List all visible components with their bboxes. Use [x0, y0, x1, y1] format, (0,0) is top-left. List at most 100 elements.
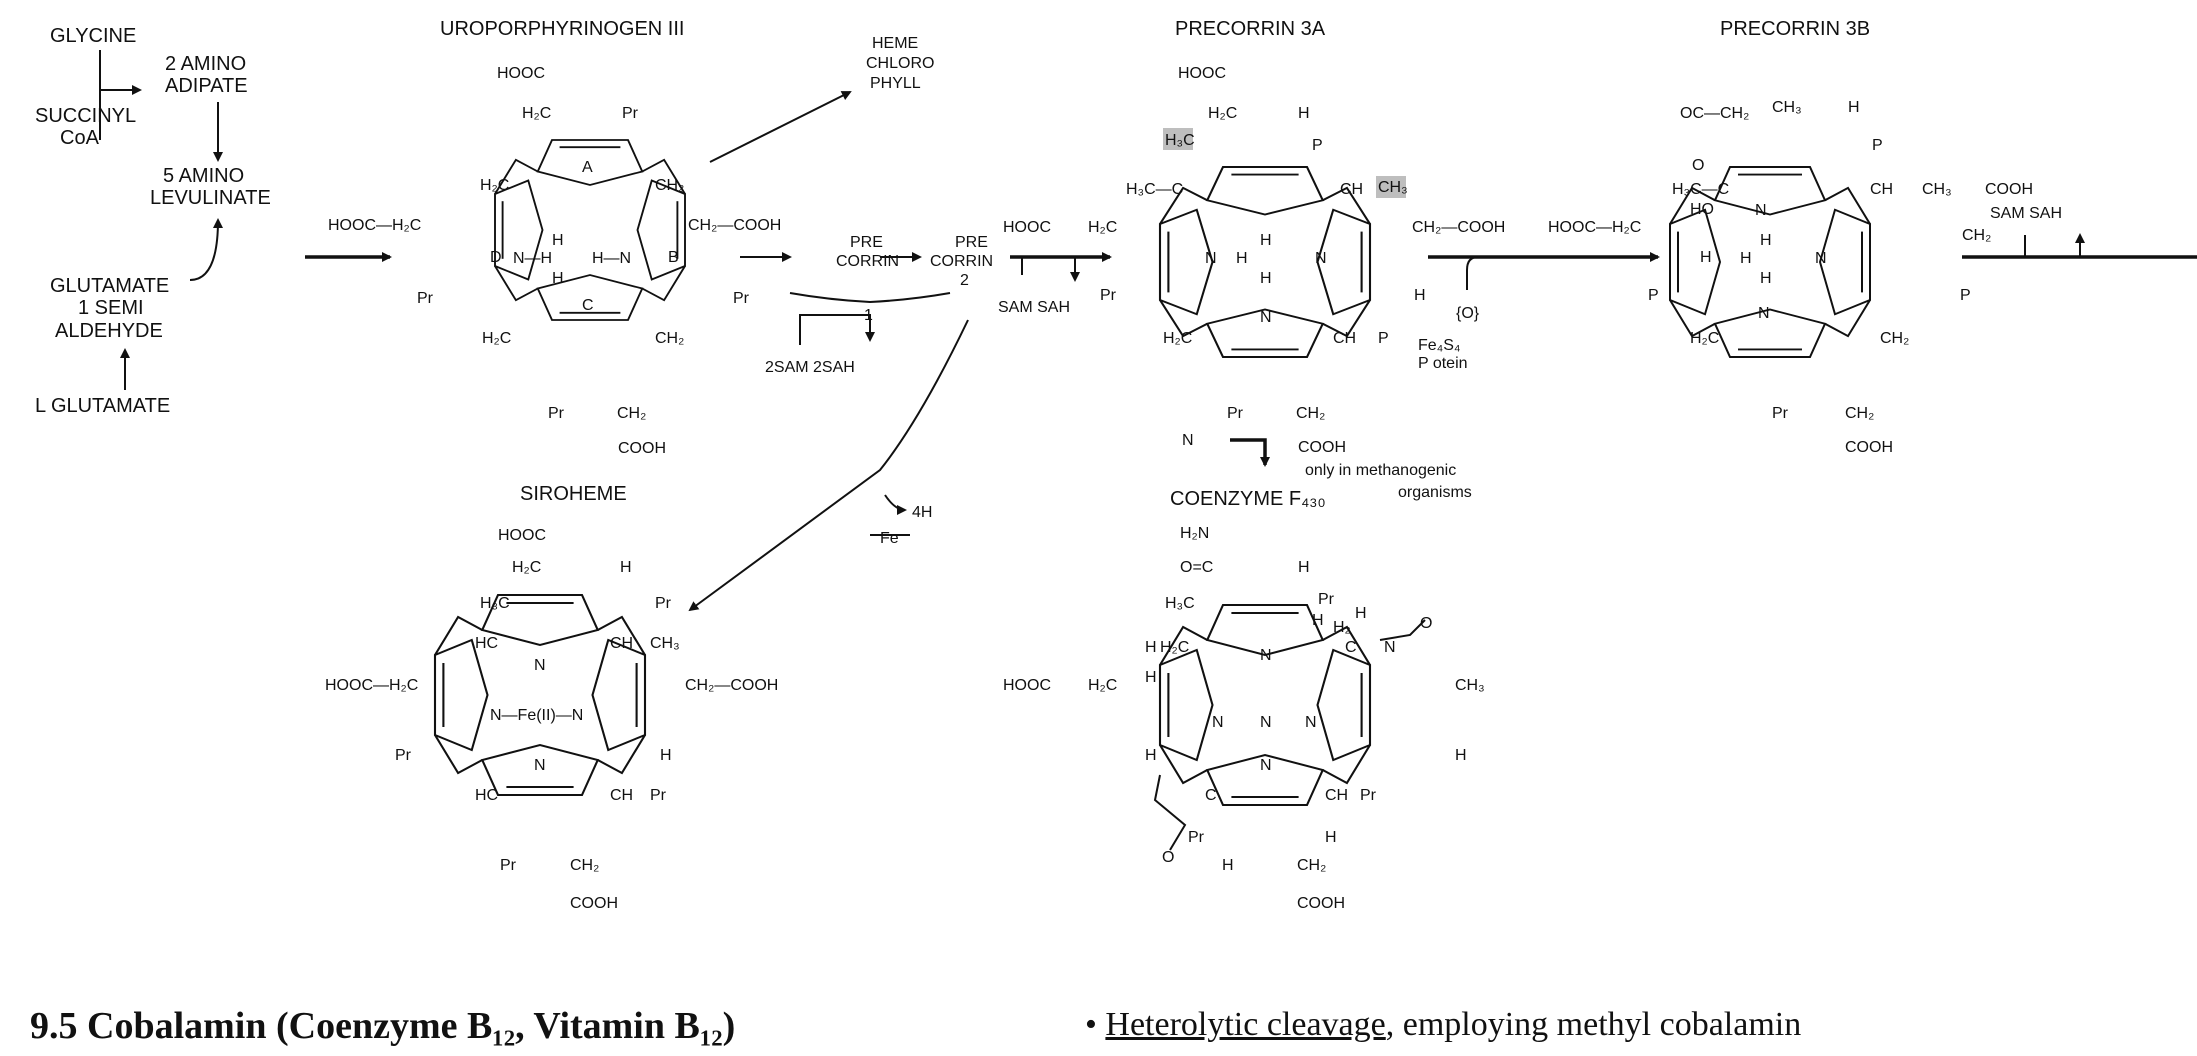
coenzyme-f430-title: COENZYME F₄₃₀: [1170, 488, 1326, 510]
ring-label-c: C: [582, 297, 594, 314]
structure-label: P: [1872, 137, 1883, 154]
structure-label: CH₂: [655, 177, 684, 194]
precorrin-2-label-2: CORRIN: [930, 253, 993, 270]
section-title: Cobalamin (Coenzyme B₁₂, Vitamin B₁₂): [87, 1005, 736, 1047]
cobalamin-biosynthesis-pathway-diagram: GLYCINE 2 AMINO ADIPATE SUCCINYL CoA 5 A…: [35, 18, 2197, 912]
h-loss-arrow: [884, 494, 907, 515]
structure-label: H₂C: [1088, 219, 1117, 236]
structure-label: CH₃: [1455, 677, 1485, 694]
structure-label: H: [1355, 605, 1367, 622]
structure-label: CH₂: [617, 405, 646, 422]
structure-label: H: [1298, 559, 1310, 576]
structure-label: CH: [1333, 330, 1356, 347]
structure-label: H: [1455, 747, 1467, 764]
structure-label: H: [660, 747, 672, 764]
structure-label: P: [1960, 287, 1971, 304]
sam-sah-label-1: 2SAM 2SAH: [765, 359, 855, 376]
bullet-text: , employing methyl cobalamin: [1385, 1006, 1802, 1043]
structure-label: Pr: [733, 290, 750, 307]
sam-arrow-3: [2024, 235, 2080, 257]
structure-label: H₂C: [522, 105, 551, 122]
structure-label: P: [1312, 137, 1323, 154]
structure-label: Pr: [395, 747, 412, 764]
structure-label: H: [1700, 249, 1712, 266]
structure-label: H₂C: [1160, 639, 1189, 656]
arrow-to-heme-chlorophyll: [709, 91, 852, 163]
structure-label: N: [1212, 714, 1224, 731]
structure-label: Pr: [655, 595, 672, 612]
structure-label: N: [1758, 305, 1770, 322]
structure-label: CH₂: [1880, 330, 1909, 347]
structure-label: N—H: [513, 250, 552, 267]
structure-label: H₂C: [512, 559, 541, 576]
siroheme-structure: SIROHEME HOOC H₂C H H₃C Pr HC CH CH₃ N H…: [325, 483, 778, 912]
enzyme-label: Fe₄S₄: [1418, 337, 1460, 354]
structure-label: N: [534, 757, 546, 774]
structure-label: CH₂: [1296, 405, 1325, 422]
structure-label: O=C: [1180, 559, 1213, 576]
structure-label: CH: [1870, 181, 1893, 198]
structure-label: COOH: [618, 440, 666, 457]
structure-label: Pr: [1188, 829, 1205, 846]
structure-label: H₂N: [1180, 525, 1209, 542]
uroporphyrinogen-title: UROPORPHYRINOGEN III: [440, 18, 684, 40]
structure-label: HC: [475, 635, 498, 652]
structure-label: H: [1414, 287, 1426, 304]
structure-label: Pr: [1318, 591, 1335, 608]
structure-label: CH: [1340, 181, 1363, 198]
structure-label: HOOC: [1003, 219, 1051, 236]
structure-label: CH₂: [1962, 227, 1991, 244]
structure-label: CH₂—COOH: [1412, 219, 1505, 236]
structure-label: HOOC: [498, 527, 546, 544]
structure-label: N: [1260, 757, 1272, 774]
structure-label: H₂C: [1690, 330, 1719, 347]
glutamate-semialdehyde-label-3: ALDEHYDE: [55, 320, 163, 342]
structure-label: H₂C: [482, 330, 511, 347]
structure-label: CH: [610, 635, 633, 652]
precorrin-2-label: PRE: [955, 234, 988, 251]
structure-label: Pr: [1360, 787, 1377, 804]
structure-label: H: [552, 270, 564, 287]
ring-label-b: B: [668, 249, 679, 266]
bullet-item: • Heterolytic cleavage, employing methyl…: [1085, 1006, 1801, 1044]
structure-label: H₃C—C: [1672, 181, 1729, 198]
structure-label: N: [1755, 202, 1767, 219]
structure-label: P: [1378, 330, 1389, 347]
structure-label: Pr: [548, 405, 565, 422]
structure-label: H: [1145, 669, 1157, 686]
structure-label: H₂C: [1208, 105, 1237, 122]
fe-label: Fe: [880, 530, 899, 547]
structure-label: N: [1260, 309, 1272, 326]
structure-label: H: [1298, 105, 1310, 122]
structure-label: CH₃: [650, 635, 680, 652]
h-loss-label: 4H: [912, 504, 932, 521]
sam-sah-label-3: SAM SAH: [1990, 205, 2062, 222]
bullet-term: Heterolytic cleavage: [1105, 1006, 1386, 1043]
sam-arrow-2: [1021, 256, 1080, 282]
glutamate-semialdehyde-label: GLUTAMATE: [50, 275, 169, 297]
precorrin-2-number: 2: [960, 272, 969, 289]
structure-label: N: [1815, 250, 1827, 267]
structure-label: CH₃: [1922, 181, 1952, 198]
structure-label: H: [552, 232, 564, 249]
structure-label: Pr: [1227, 405, 1244, 422]
structure-label: Pr: [417, 290, 434, 307]
structure-label: COOH: [1298, 439, 1346, 456]
structure-label: CH₃: [1772, 99, 1802, 116]
structure-label: H: [1222, 857, 1234, 874]
precorrin-3a-title: PRECORRIN 3A: [1175, 18, 1326, 40]
highlighted-methyl: H₃C: [1165, 132, 1195, 149]
structure-label: CH₂: [655, 330, 684, 347]
structure-label: C: [1205, 787, 1217, 804]
enzyme-label-2: P otein: [1418, 355, 1468, 372]
sam-sah-label-2: SAM SAH: [998, 299, 1070, 316]
structure-label: COOH: [1985, 181, 2033, 198]
structure-label: N: [1260, 714, 1272, 731]
structure-label: H₃C: [480, 595, 510, 612]
structure-label: CH₂—COOH: [688, 217, 781, 234]
succinyl-coa-label: SUCCINYL: [35, 105, 136, 127]
structure-label: HOOC—H₂C: [325, 677, 418, 694]
amino-adipate-label: 2 AMINO: [165, 53, 246, 75]
structure-label: H—N: [592, 250, 631, 267]
precorrin-1-label-2: CORRIN: [836, 253, 899, 270]
